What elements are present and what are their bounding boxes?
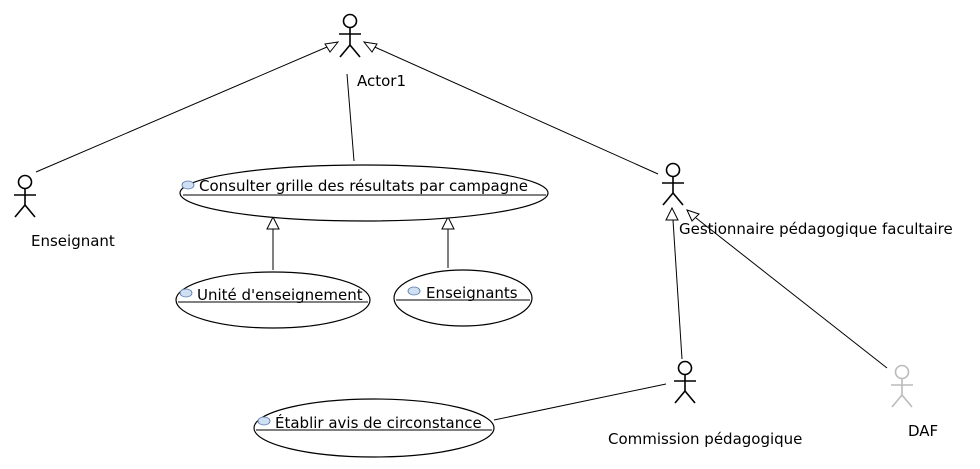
commission-label: Commission pédagogique — [608, 430, 802, 448]
arrowhead-enseignant-actor1 — [324, 41, 340, 53]
gestionnaire-label: Gestionnaire pédagogique facultaire — [679, 220, 953, 238]
association-enseignant-actor1[interactable] — [35, 43, 335, 173]
consulter-label: Consulter grille des résultats par campa… — [199, 177, 528, 195]
actor-commission[interactable] — [674, 360, 696, 404]
use-case-icon — [407, 286, 421, 296]
enseignants-label: Enseignants — [426, 284, 518, 302]
actor-daf[interactable] — [891, 364, 913, 408]
actor-gestionnaire[interactable] — [662, 162, 684, 206]
arrowhead-daf-gestionnaire — [686, 209, 700, 222]
arrowhead-gestionnaire-actor1 — [362, 41, 378, 53]
enseignant-label: Enseignant — [31, 232, 115, 250]
arrowhead-commission-gestionnaire — [665, 206, 679, 221]
association-commission-gestionnaire[interactable] — [672, 219, 683, 360]
unite-label: Unité d'enseignement — [197, 286, 363, 304]
actor-enseignant[interactable] — [14, 174, 36, 218]
association-consulter-actor1[interactable] — [346, 73, 355, 162]
use-case-icon — [181, 180, 195, 190]
use-case-unite[interactable]: Unité d'enseignement — [175, 271, 371, 329]
arrowhead-enseignants-consulter — [441, 215, 455, 230]
use-case-consulter[interactable]: Consulter grille des résultats par campa… — [179, 164, 549, 222]
arrowhead-unite-consulter — [266, 215, 280, 230]
association-daf-gestionnaire[interactable] — [695, 217, 888, 369]
use-case-icon — [257, 416, 271, 426]
actor1-label: Actor1 — [357, 72, 406, 90]
daf-label: DAF — [908, 422, 938, 440]
use-case-icon — [179, 288, 193, 298]
etablir-label: Établir avis de circonstance — [275, 413, 482, 432]
use-case-etablir[interactable]: Établir avis de circonstance — [253, 398, 495, 458]
actor-actor1[interactable] — [339, 13, 361, 58]
association-etablir-commission[interactable] — [493, 383, 667, 421]
use-case-enseignants[interactable]: Enseignants — [393, 269, 533, 327]
association-gestionnaire-actor1[interactable] — [367, 43, 659, 175]
